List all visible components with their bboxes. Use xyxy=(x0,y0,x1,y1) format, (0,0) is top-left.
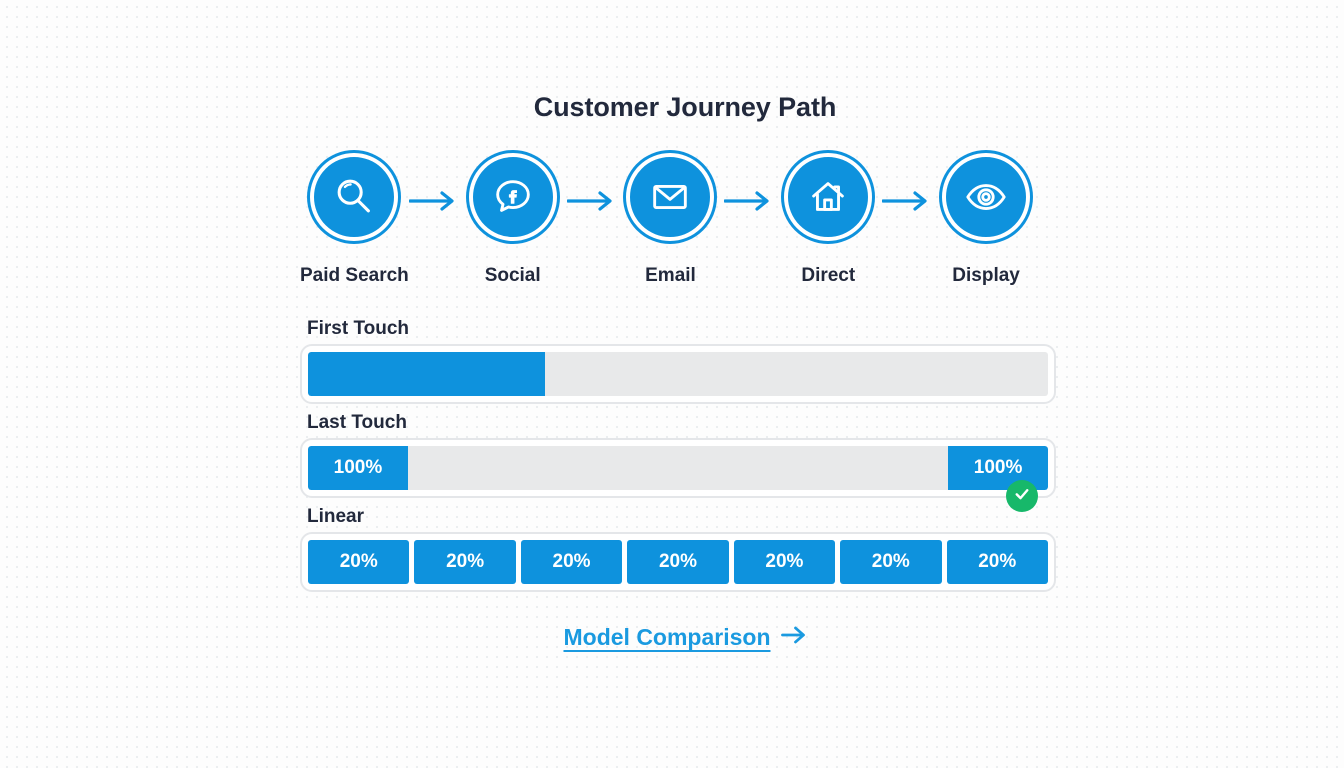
facebook-chat-bubble-icon xyxy=(490,174,536,220)
linear-segment[interactable]: 20% xyxy=(520,540,623,584)
last-touch-chip-start[interactable]: 100% xyxy=(308,446,408,490)
journey-node-display[interactable]: Display xyxy=(932,150,1040,287)
first-touch-fill xyxy=(308,352,545,396)
model-label: Last Touch xyxy=(307,412,407,433)
linear-segments: 20% 20% 20% 20% 20% 20% 20% xyxy=(308,540,1048,584)
linear-segment[interactable]: 20% xyxy=(946,540,1048,584)
last-touch-bar[interactable]: 100% 100% xyxy=(300,438,1056,512)
footer-link-container: Model Comparison xyxy=(0,624,1344,651)
home-icon xyxy=(805,174,851,220)
linear-segment[interactable]: 20% xyxy=(840,540,942,584)
model-group-last-touch: Last Touch 100% 100% xyxy=(300,412,1056,512)
magnifier-icon xyxy=(331,174,377,220)
journey-node-label: Paid Search xyxy=(300,265,409,286)
first-touch-bar[interactable] xyxy=(300,344,1056,404)
model-comparison-link-label: Model Comparison xyxy=(563,624,771,650)
journey-node-label: Direct xyxy=(801,265,856,286)
journey-node-icon-circle xyxy=(310,153,399,241)
journey-node-label: Social xyxy=(484,265,541,286)
attribution-models: First Touch Last Touch 100% 100% xyxy=(300,318,1056,592)
page-title: Customer Journey Path xyxy=(533,92,837,122)
envelope-icon xyxy=(647,174,693,220)
selected-model-badge xyxy=(1006,480,1038,512)
journey-node-label: Display xyxy=(952,265,1020,286)
first-touch-track xyxy=(308,352,1048,396)
journey-node-email[interactable]: Email xyxy=(617,150,725,287)
journey-node-social[interactable]: Social xyxy=(459,150,567,287)
linear-segment[interactable]: 20% xyxy=(733,540,836,584)
linear-bar[interactable]: 20% 20% 20% 20% 20% 20% 20% xyxy=(300,532,1056,592)
journey-connector-arrow-4 xyxy=(882,153,932,249)
journey-node-icon-circle xyxy=(942,153,1031,241)
journey-connector-arrow-1 xyxy=(408,153,459,249)
journey-node-icon-circle xyxy=(626,153,715,241)
linear-segment[interactable]: 20% xyxy=(414,540,516,584)
journey-node-icon-circle xyxy=(468,153,557,241)
eye-icon xyxy=(963,174,1009,220)
journey-path-row: Paid Search Social xyxy=(300,150,1040,290)
journey-connector-arrow-3 xyxy=(724,153,774,249)
linear-segment[interactable]: 20% xyxy=(308,540,410,584)
journey-node-icon-circle xyxy=(784,153,873,241)
last-touch-track: 100% 100% xyxy=(308,446,1048,490)
check-circle-icon xyxy=(1013,485,1031,508)
model-group-linear: Linear 20% 20% 20% 20% 20% 20% 20% xyxy=(300,506,1056,592)
journey-connector-arrow-2 xyxy=(566,153,617,249)
model-comparison-link[interactable]: Model Comparison xyxy=(563,624,806,651)
model-label: First Touch xyxy=(307,318,410,339)
spacer xyxy=(300,404,1056,412)
model-label: Linear xyxy=(307,506,365,527)
journey-node-paid-search[interactable]: Paid Search xyxy=(300,150,409,287)
model-group-first-touch: First Touch xyxy=(300,318,1056,404)
spacer xyxy=(300,498,1056,506)
linear-segment[interactable]: 20% xyxy=(627,540,729,584)
arrow-right-icon xyxy=(780,624,807,651)
journey-node-direct[interactable]: Direct xyxy=(774,150,882,287)
last-touch-chip-end[interactable]: 100% xyxy=(948,446,1048,490)
journey-node-label: Email xyxy=(645,265,696,286)
